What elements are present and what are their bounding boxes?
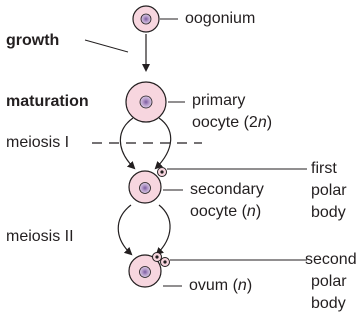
secondary-oocyte-label-line2: oocyte (n) [190, 202, 261, 221]
secondary-oocyte-label-line1: secondary [190, 180, 264, 199]
meiosis-2-left-arrow [118, 205, 131, 254]
second-polar-body-label-line2: polar [311, 272, 347, 291]
meiosis-2-right-arrow [157, 205, 170, 254]
ovum-label: ovum (n) [189, 276, 252, 295]
secondary-oocyte-ploidy-n: n [247, 203, 256, 220]
second-polar-body-label-line1: second [305, 250, 357, 269]
primary-oocyte-label-line2: oocyte (2n) [192, 113, 272, 132]
secondary-oocyte-cell [129, 171, 161, 203]
first-polar-body [158, 168, 167, 177]
primary-oocyte-label-line1: primary [192, 91, 245, 110]
first-polar-body-label-line3: body [311, 203, 346, 222]
secondary-oocyte-ploidy-suffix: ) [256, 203, 261, 220]
meiosis-1-label: meiosis I [6, 133, 69, 152]
secondary-oocyte-ploidy-prefix: oocyte ( [190, 203, 247, 220]
ovum-ploidy-suffix: ) [247, 277, 252, 294]
first-polar-body-label-line1: first [311, 159, 337, 178]
first-polar-body-label-line2: polar [311, 181, 347, 200]
primary-oocyte-ploidy-suffix: ) [267, 114, 272, 131]
oogonium-cell [133, 6, 159, 32]
growth-leader-line [85, 40, 128, 52]
growth-label: growth [6, 31, 59, 50]
maturation-label: maturation [6, 92, 89, 111]
second-polar-body-label-line3: body [311, 294, 346, 313]
primary-oocyte-ploidy-n: n [258, 114, 267, 131]
ovum-ploidy-n: n [238, 277, 247, 294]
meiosis-2-label: meiosis II [6, 227, 74, 246]
oogonium-label: oogonium [185, 9, 255, 28]
primary-oocyte-ploidy-prefix: oocyte (2 [192, 114, 258, 131]
ovum-ploidy-prefix: ovum ( [189, 277, 238, 294]
primary-oocyte-cell [126, 82, 166, 122]
